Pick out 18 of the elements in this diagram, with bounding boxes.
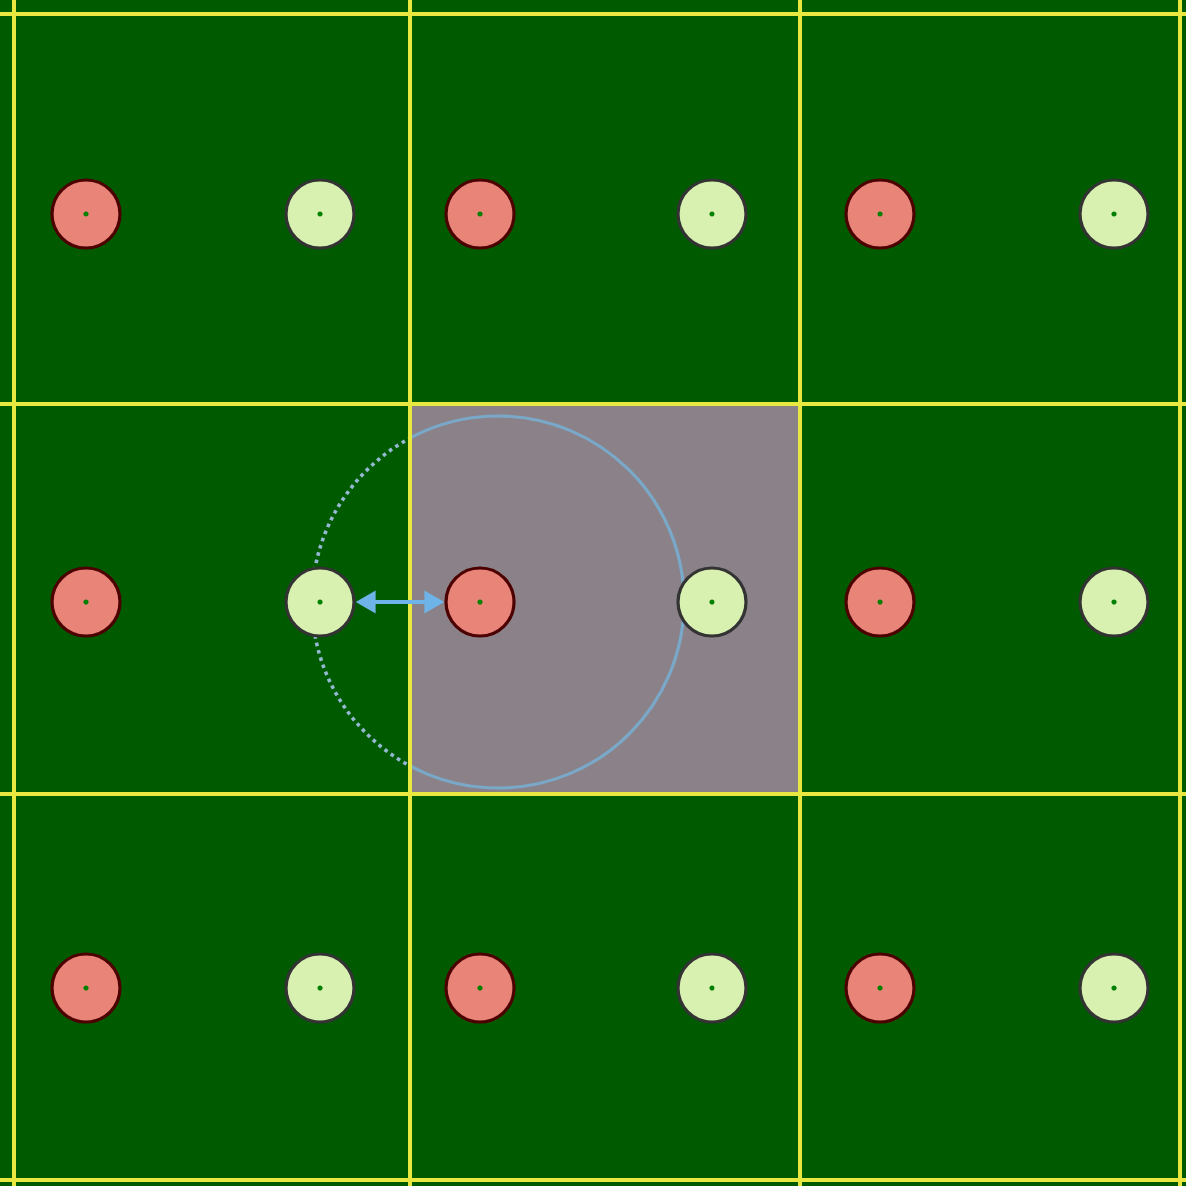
particle: [284, 178, 356, 250]
particle: [1078, 178, 1150, 250]
particle: [444, 566, 516, 638]
particle: [284, 952, 356, 1024]
particle: [844, 566, 916, 638]
particle: [444, 952, 516, 1024]
particle: [844, 952, 916, 1024]
particle: [284, 566, 356, 638]
particle: [676, 566, 748, 638]
particle: [50, 178, 122, 250]
particle: [1078, 952, 1150, 1024]
particle: [676, 952, 748, 1024]
particle: [676, 178, 748, 250]
particle: [444, 178, 516, 250]
particle: [50, 566, 122, 638]
particle: [50, 952, 122, 1024]
particle: [1078, 566, 1150, 638]
particle: [844, 178, 916, 250]
